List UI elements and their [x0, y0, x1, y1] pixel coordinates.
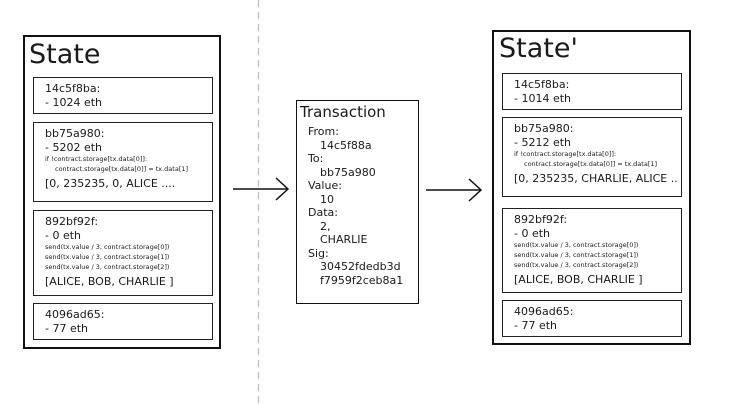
new-state-panel: State' 14c5f8ba: - 1014 eth bb75a980: - … — [492, 30, 691, 345]
transaction-box: Transaction From: 14c5f88a To: bb75a980 … — [296, 100, 419, 304]
account-4096ad65: 4096ad65: - 77 eth — [33, 303, 213, 340]
account-bb75a980: bb75a980: - 5212 eth if !contract.storag… — [502, 117, 682, 197]
account-14c5f8ba: 14c5f8ba: - 1024 eth — [33, 77, 213, 114]
state-panel: State 14c5f8ba: - 1024 eth bb75a980: - 5… — [23, 35, 221, 349]
contract-storage: [0, 235235, CHARLIE, ALICE .. — [514, 172, 678, 185]
contract-code-line: contract.storage[tx.data[0]] = tx.data[1… — [55, 165, 189, 173]
account-address: bb75a980: — [45, 127, 105, 140]
account-balance: - 0 eth — [514, 227, 551, 240]
contract-code-line: send(tx.value / 3, contract.storage[1]) — [514, 251, 639, 259]
contract-code-line: send(tx.value / 3, contract.storage[0]) — [514, 241, 639, 249]
arrow-transaction-to-new-state — [426, 178, 483, 202]
tx-label-value: Value: — [308, 179, 342, 192]
contract-code-line: send(tx.value / 3, contract.storage[0]) — [45, 243, 170, 251]
transaction-fields: From: 14c5f88a To: bb75a980 Value: 10 Da… — [306, 125, 403, 287]
state-title: State — [29, 39, 101, 70]
tx-label-from: From: — [308, 125, 339, 138]
transaction-title: Transaction — [300, 103, 386, 121]
contract-storage: [ALICE, BOB, CHARLIE ] — [45, 275, 174, 288]
account-balance: - 0 eth — [45, 229, 82, 242]
account-address: 4096ad65: — [514, 305, 574, 318]
account-balance: - 77 eth — [514, 319, 558, 332]
account-address: 892bf92f: — [514, 213, 568, 226]
account-address: 14c5f8ba: — [45, 82, 101, 95]
account-address: 14c5f8ba: — [514, 78, 570, 91]
contract-code-line: send(tx.value / 3, contract.storage[2]) — [45, 263, 170, 271]
account-bb75a980: bb75a980: - 5202 eth if !contract.storag… — [33, 122, 213, 202]
tx-label-to: To: — [308, 152, 324, 165]
contract-code-line: contract.storage[tx.data[0]] = tx.data[1… — [524, 160, 658, 168]
account-14c5f8ba: 14c5f8ba: - 1014 eth — [502, 73, 682, 110]
account-address: bb75a980: — [514, 122, 574, 135]
contract-storage: [ALICE, BOB, CHARLIE ] — [514, 273, 643, 286]
tx-value-data: CHARLIE — [320, 233, 368, 246]
account-892bf92f: 892bf92f: - 0 eth send(tx.value / 3, con… — [502, 208, 682, 293]
account-address: 4096ad65: — [45, 308, 105, 321]
tx-value-to: bb75a980 — [320, 165, 376, 179]
contract-storage: [0, 235235, 0, ALICE .... — [45, 177, 176, 190]
tx-value-amount: 10 — [320, 192, 334, 206]
tx-value-sig: f7959f2ceb8a1 — [320, 273, 404, 287]
tx-label-sig: Sig: — [308, 246, 329, 260]
account-balance: - 1014 eth — [514, 92, 572, 105]
contract-code-line: if !contract.storage[tx.data[0]]: — [514, 150, 617, 158]
tx-label-data: Data: — [308, 206, 338, 219]
account-balance: - 77 eth — [45, 322, 89, 335]
account-balance: - 5212 eth — [514, 136, 572, 149]
tx-value-data: 2, — [320, 219, 331, 233]
tx-value-from: 14c5f88a — [320, 138, 372, 152]
new-state-title: State' — [499, 33, 578, 64]
contract-code-line: send(tx.value / 3, contract.storage[1]) — [45, 253, 170, 261]
account-4096ad65: 4096ad65: - 77 eth — [502, 300, 682, 337]
arrow-state-to-transaction — [233, 177, 290, 201]
account-892bf92f: 892bf92f: - 0 eth send(tx.value / 3, con… — [33, 210, 213, 296]
contract-code-line: send(tx.value / 3, contract.storage[2]) — [514, 261, 639, 269]
contract-code-line: if !contract.storage[tx.data[0]]: — [45, 155, 148, 163]
account-balance: - 1024 eth — [45, 96, 103, 109]
account-address: 892bf92f: — [45, 215, 99, 228]
account-balance: - 5202 eth — [45, 141, 103, 154]
tx-value-sig: 30452fdedb3d — [320, 260, 401, 273]
